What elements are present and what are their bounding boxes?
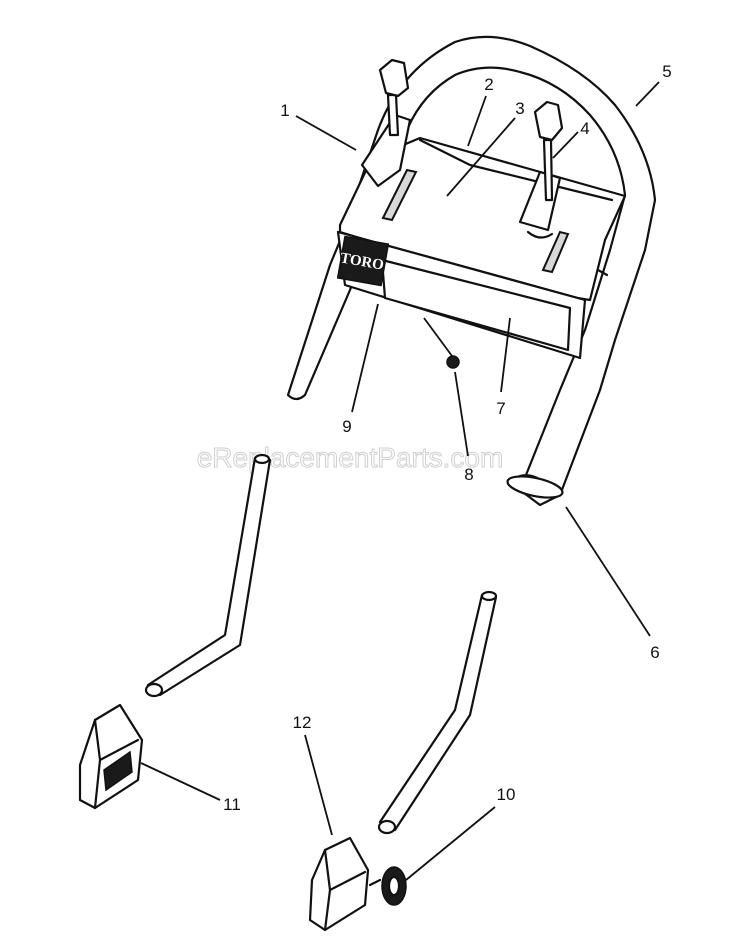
callout-1: 1 (280, 101, 289, 120)
right-control-lever (518, 100, 564, 239)
toro-logo (336, 235, 390, 287)
callout-6: 6 (650, 643, 659, 662)
callout-7: 7 (496, 399, 505, 418)
lower-handle-left (144, 453, 272, 698)
handle-bracket-right (308, 836, 370, 932)
callout-8: 8 (464, 465, 473, 484)
callout-10: 10 (497, 785, 516, 804)
callout-11: 11 (223, 795, 241, 814)
leader-lines (140, 81, 660, 881)
callout-5: 5 (662, 62, 671, 81)
lower-handle-right (377, 590, 498, 835)
callout-4: 4 (580, 119, 589, 138)
cable-clamp (506, 475, 564, 499)
callout-labels: 1 2 3 4 5 6 7 8 9 10 11 12 (223, 62, 672, 814)
handle-knob (368, 866, 407, 906)
handle-bracket-left (78, 703, 144, 810)
left-control-lever (360, 58, 412, 188)
watermark: eReplacementParts.com (197, 442, 504, 473)
callout-2: 2 (484, 75, 493, 94)
callout-12: 12 (293, 713, 312, 732)
callout-3: 3 (515, 99, 524, 118)
knob (446, 355, 460, 369)
callout-9: 9 (342, 417, 351, 436)
toro-logo-text: TORO (339, 250, 385, 273)
